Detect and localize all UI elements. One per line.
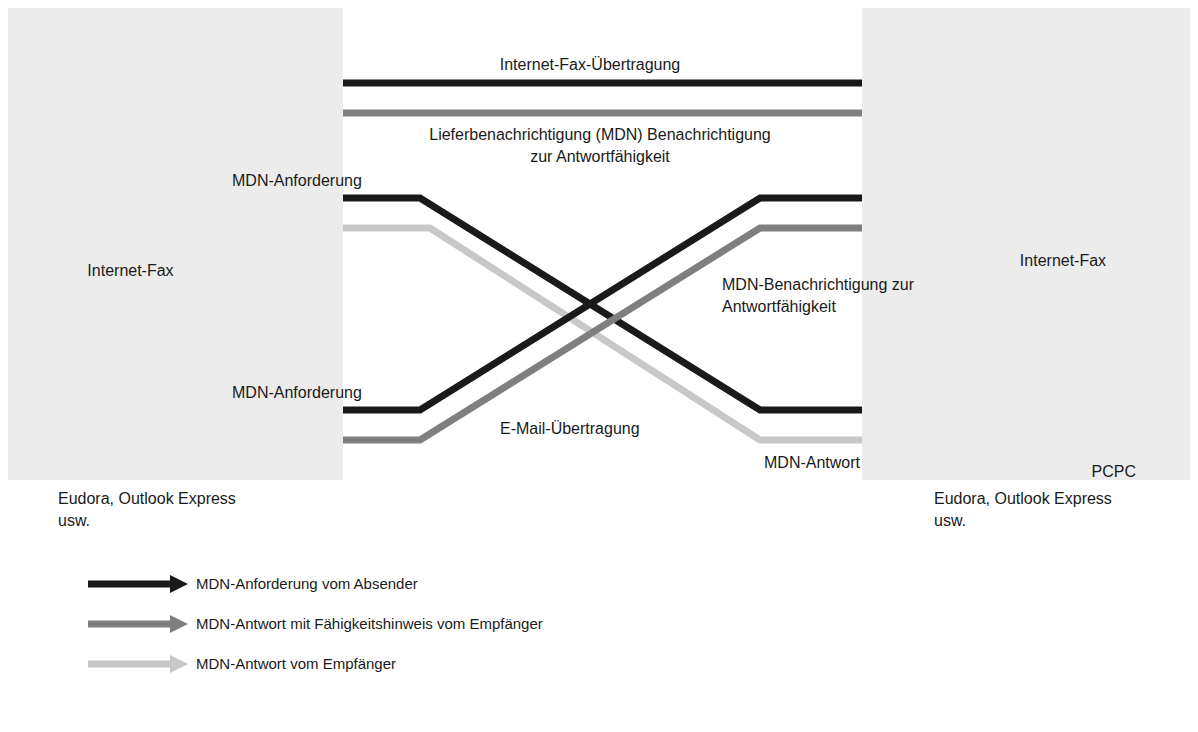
device-label: Internet-Fax <box>20 261 241 282</box>
legend-text: MDN-Anforderung vom Absender <box>196 574 418 594</box>
legend-text: MDN-Antwort vom Empfänger <box>196 654 396 674</box>
arrow-label: MDN-Benachrichtigung zur Antwortfähigkei… <box>722 274 967 319</box>
device-node: Internet-Fax <box>965 20 1161 272</box>
arrow-label: MDN-Antwort <box>764 452 924 474</box>
message-arrow <box>264 228 965 440</box>
message-arrow <box>241 80 946 87</box>
arrow-label: MDN-Anforderung <box>232 170 412 192</box>
client-caption: Eudora, Outlook Express usw. <box>58 488 263 533</box>
legend-arrow <box>88 615 188 633</box>
legend-row: MDN-Antwort vom Empfänger <box>88 654 396 674</box>
transfer-label: E-Mail-Übertragung <box>500 418 680 440</box>
legend-arrow <box>88 655 188 673</box>
site-panel: Eudora, Outlook Express usw.Internet-Fax… <box>862 8 1190 480</box>
device-node: Internet-Fax <box>20 20 241 282</box>
device-node <box>85 335 245 470</box>
device-label: PCPC <box>940 462 1136 483</box>
arrow-label: Internet-Fax-Übertragung <box>440 54 740 76</box>
arrow-label: MDN-Anforderung <box>232 382 412 404</box>
arrow-label: Lieferbenachrichtigung (MDN) Benachricht… <box>420 124 780 169</box>
message-arrow <box>260 110 965 117</box>
device-label: Internet-Fax <box>965 251 1161 272</box>
legend-text: MDN-Antwort mit Fähigkeitshinweis vom Em… <box>196 614 543 634</box>
legend-row: MDN-Anforderung vom Absender <box>88 574 418 594</box>
legend-row: MDN-Antwort mit Fähigkeitshinweis vom Em… <box>88 614 543 634</box>
legend-arrow <box>88 575 188 593</box>
site-panel: Eudora, Outlook Express usw.Internet-Fax <box>8 8 343 480</box>
device-node: PCPC <box>940 335 1136 483</box>
client-caption: Eudora, Outlook Express usw. <box>934 488 1139 533</box>
